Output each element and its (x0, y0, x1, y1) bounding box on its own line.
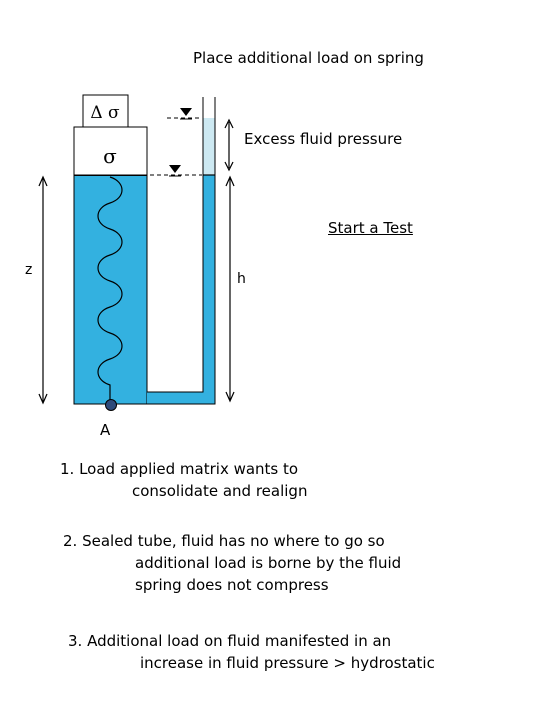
note-3-line-2: increase in fluid pressure > hydrostatic (140, 654, 435, 672)
start-test-link[interactable]: Start a Test (328, 219, 413, 237)
note-1-line-2: consolidate and realign (132, 482, 308, 500)
page-title: Place additional load on spring (193, 49, 424, 67)
point-a-label: A (100, 421, 111, 439)
delta-sigma-block (82, 94, 129, 128)
note-2-line-1: 2. Sealed tube, fluid has no where to go… (63, 532, 385, 550)
upper-water-level-icon (180, 108, 192, 116)
tube-outer-outline (74, 97, 216, 405)
note-1: 1. Load applied matrix wants to consolid… (60, 458, 307, 502)
connecting-tube-fluid (147, 392, 215, 404)
note-2: 2. Sealed tube, fluid has no where to go… (63, 530, 401, 596)
lower-water-level-icon (169, 165, 181, 173)
h-label: h (237, 271, 246, 287)
note-2-line-2: additional load is borne by the fluid (135, 554, 402, 572)
note-2-line-3: spring does not compress (135, 576, 329, 594)
standpipe-excess-fluid (203, 118, 215, 175)
delta-sigma-symbol: Δ σ (90, 103, 120, 123)
sigma-symbol: σ (103, 144, 117, 168)
spring (97, 176, 123, 404)
h-arrow (225, 175, 235, 403)
point-a-marker (105, 399, 117, 411)
sigma-block (73, 126, 148, 176)
tube-inner-outline (146, 97, 204, 393)
excess-pressure-arrow (224, 118, 234, 172)
note-3-line-1: 3. Additional load on fluid manifested i… (68, 632, 392, 650)
note-3: 3. Additional load on fluid manifested i… (68, 630, 435, 674)
z-label: z (25, 262, 33, 278)
note-1-line-1: 1. Load applied matrix wants to (60, 460, 299, 478)
standpipe-fluid (203, 175, 215, 404)
z-arrow (38, 175, 48, 405)
excess-fluid-pressure-label: Excess fluid pressure (244, 130, 403, 148)
tank-fluid (73, 174, 148, 405)
